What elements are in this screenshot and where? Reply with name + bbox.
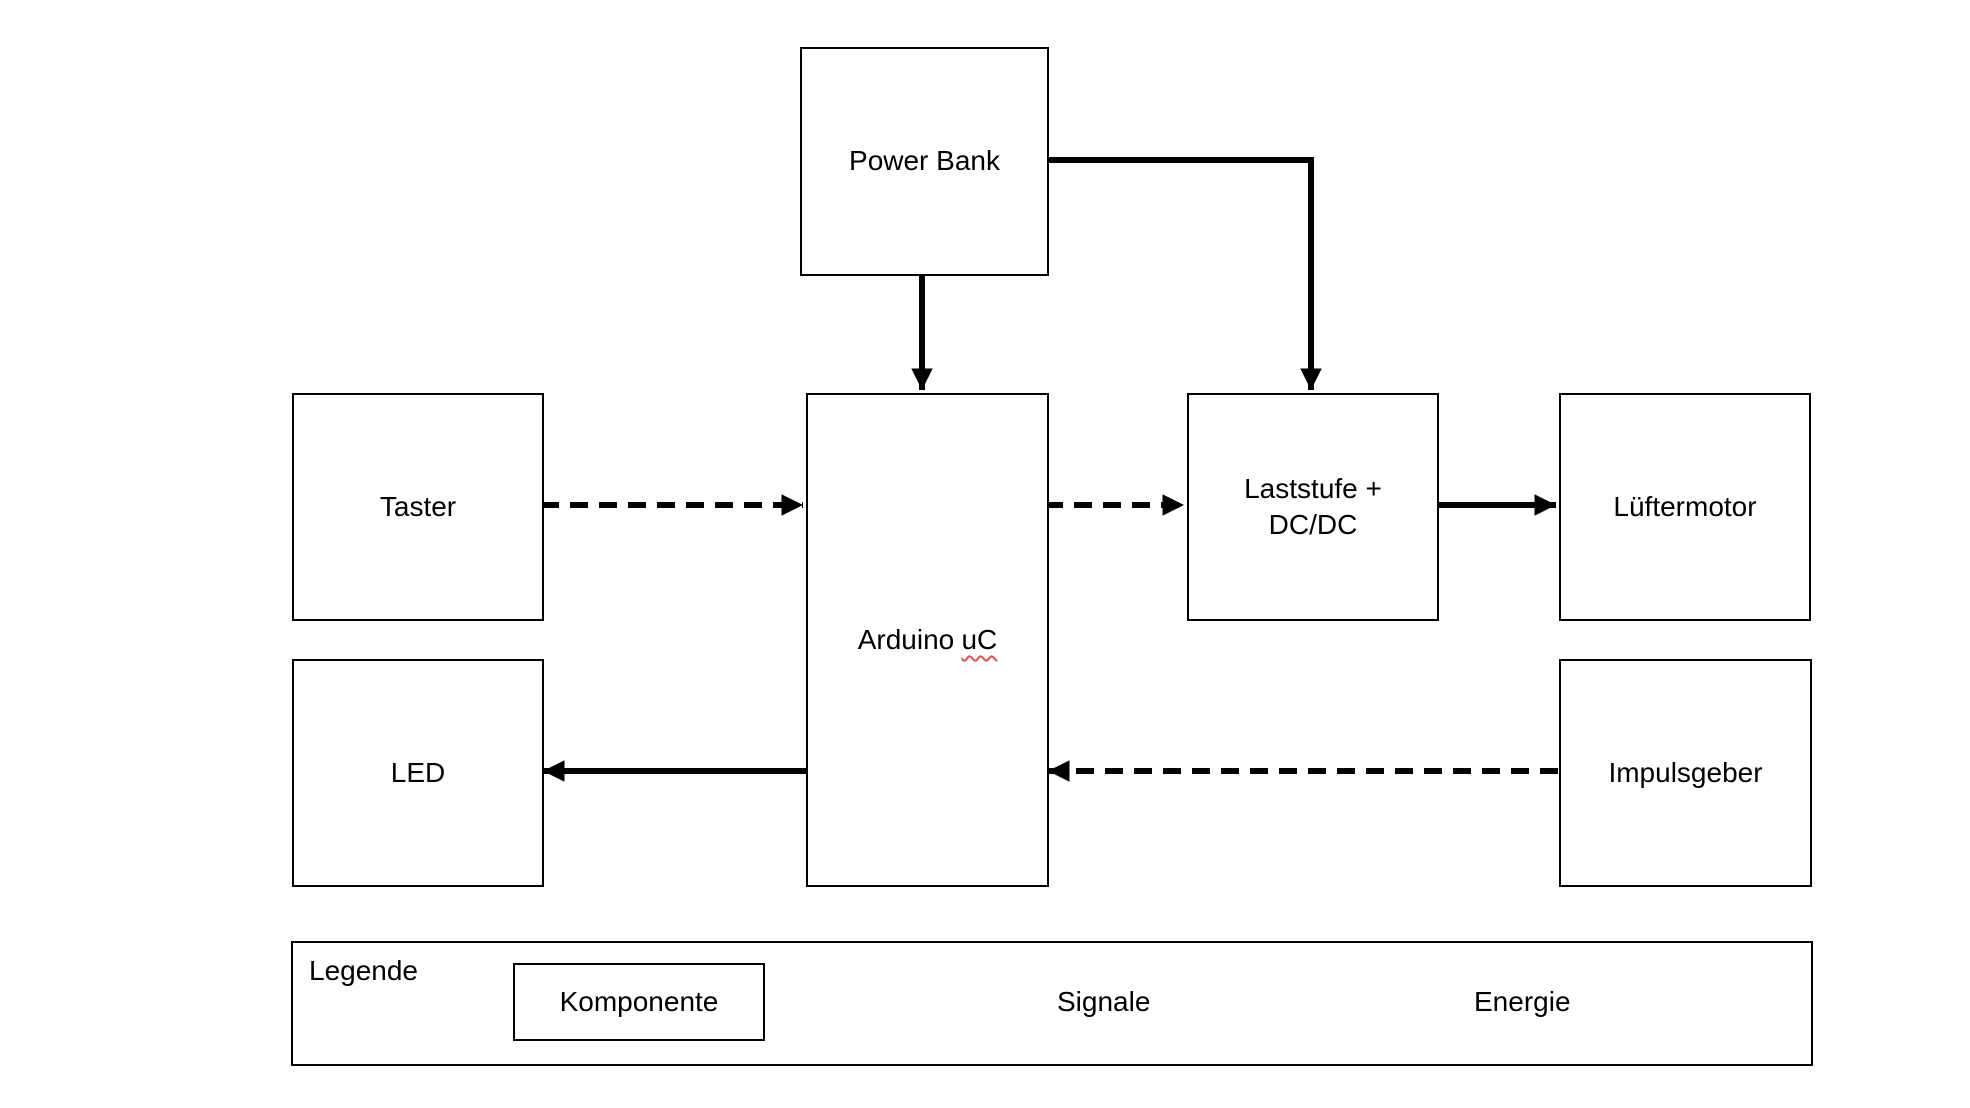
node-impulsgeber-label: Impulsgeber: [1608, 756, 1763, 788]
node-arduino-label-prefix: Arduino: [857, 623, 955, 655]
node-luftermotor: Lüftermotor: [1559, 393, 1811, 621]
node-taster: Taster: [292, 393, 544, 621]
node-laststufe-label-line2: DC/DC: [1268, 509, 1358, 540]
legend-component-label: Komponente: [559, 986, 719, 1017]
arrow-powerbank-to-laststufe-energy: [1045, 157, 1322, 390]
node-led-label: LED: [390, 756, 446, 788]
legend-title: Legende: [309, 955, 419, 986]
legend-signal-label: Signale: [1057, 986, 1151, 1017]
node-led: LED: [292, 659, 544, 887]
legend-component-sample: Komponente: [513, 963, 765, 1041]
node-taster-label: Taster: [379, 490, 457, 522]
node-laststufe: Laststufe + DC/DC: [1187, 393, 1439, 621]
node-luftermotor-label: Lüftermotor: [1613, 490, 1757, 522]
node-arduino-label-word: uC: [961, 623, 998, 655]
node-impulsgeber: Impulsgeber: [1559, 659, 1812, 887]
node-laststufe-label-line1: Laststufe +: [1244, 472, 1382, 504]
node-power-bank-label: Power Bank: [849, 145, 1000, 177]
node-power-bank: Power Bank: [800, 47, 1049, 276]
legend-energy-label: Energie: [1474, 986, 1571, 1017]
